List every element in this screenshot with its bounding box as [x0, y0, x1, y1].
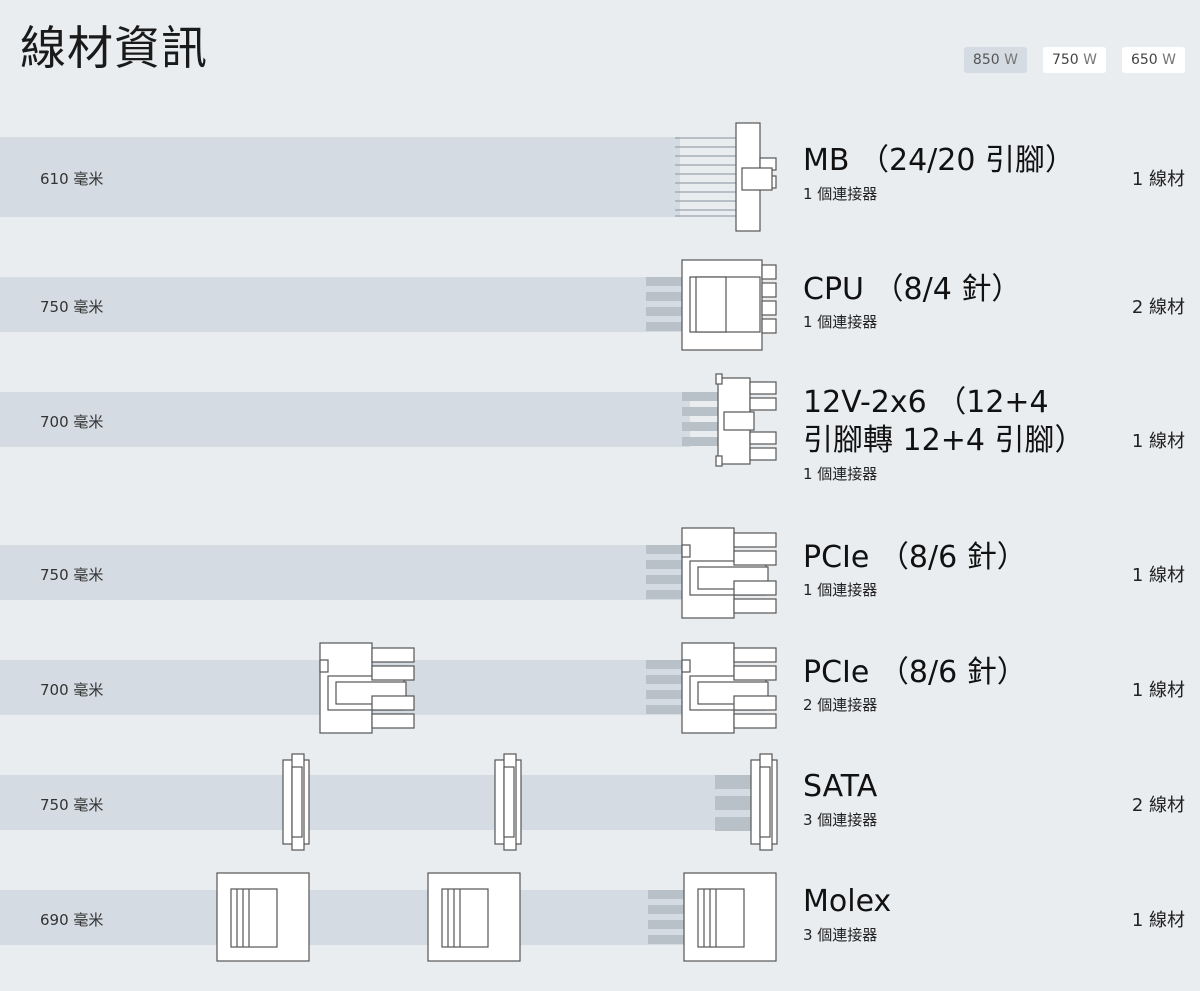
wattage-selector: 850 W 750 W 650 W — [963, 47, 1185, 73]
connector-count: 1 個連接器 — [803, 185, 878, 203]
cpu-8pin-connector-icon — [646, 259, 777, 351]
pcie-8pin-connector-icon — [646, 527, 777, 619]
cable-name: MB （24/20 引腳） — [803, 143, 1075, 178]
wattage-value: 850 — [972, 52, 1000, 68]
cable-row-pcie-dual: 700 毫米 PCIe （8/6 針） 2 個連接器 1 線材 — [0, 638, 1200, 738]
molex-connector-icon — [216, 872, 777, 962]
connector-count: 3 個連接器 — [803, 926, 878, 944]
pcie-8pin-connector-pair-icon — [319, 642, 777, 734]
cable-quantity: 1 線材 — [1131, 910, 1185, 931]
cable-name: PCIe （8/6 針） — [803, 540, 1027, 575]
cable-name: SATA — [803, 769, 878, 804]
cable-name: CPU （8/4 針） — [803, 272, 1022, 307]
cable-quantity: 1 線材 — [1131, 565, 1185, 586]
cable-quantity: 1 線材 — [1131, 680, 1185, 701]
cable-band — [0, 137, 680, 217]
cable-row-molex: 690 毫米 Molex 3 個連接器 1 線材 — [0, 868, 1200, 968]
cable-band — [0, 277, 690, 332]
cable-quantity: 1 線材 — [1131, 169, 1185, 190]
cable-length: 610 毫米 — [40, 170, 104, 188]
cable-length: 750 毫米 — [40, 566, 104, 584]
cable-length: 750 毫米 — [40, 298, 104, 316]
connector-count: 1 個連接器 — [803, 465, 878, 483]
atx-24pin-connector-icon — [675, 122, 777, 232]
cable-band — [0, 545, 690, 600]
cable-length: 700 毫米 — [40, 413, 104, 431]
cable-row-12v-2x6: 700 毫米 12V-2x6 （12+4 引腳轉 12+4 引腳） 1 個連接器… — [0, 370, 1200, 490]
cable-band — [0, 890, 720, 945]
connector-count: 1 個連接器 — [803, 581, 878, 599]
wattage-value: 750 — [1051, 52, 1079, 68]
cable-row-cpu: 750 毫米 CPU （8/4 針） 1 個連接器 2 線材 — [0, 255, 1200, 355]
wattage-unit: W — [1004, 52, 1018, 68]
cable-name: Molex — [803, 884, 892, 919]
cable-row-pcie-single: 750 毫米 PCIe （8/6 針） 1 個連接器 1 線材 — [0, 523, 1200, 623]
cable-length: 700 毫米 — [40, 681, 104, 699]
wattage-tab-850[interactable]: 850 W — [963, 47, 1027, 73]
connector-count: 3 個連接器 — [803, 811, 878, 829]
cable-row-sata: 750 毫米 SATA 3 個連接器 2 線材 — [0, 753, 1200, 853]
cable-band — [0, 775, 760, 830]
connector-count: 2 個連接器 — [803, 696, 878, 714]
cable-quantity: 2 線材 — [1131, 297, 1185, 318]
wattage-tab-650[interactable]: 650 W — [1121, 47, 1185, 73]
wattage-unit: W — [1083, 52, 1097, 68]
12v-2x6-connector-icon — [682, 373, 777, 467]
cable-name: PCIe （8/6 針） — [803, 655, 1027, 690]
wattage-tab-750[interactable]: 750 W — [1042, 47, 1106, 73]
cable-quantity: 1 線材 — [1131, 431, 1185, 452]
cable-name: 12V-2x6 （12+4 引腳轉 12+4 引腳） — [803, 385, 1085, 458]
cable-row-mb: 610 毫米 MB （24/20 引腳） 1 個連接器 1 線材 — [0, 120, 1200, 235]
connector-count: 1 個連接器 — [803, 313, 878, 331]
wattage-value: 650 — [1130, 52, 1158, 68]
sata-connector-icon — [282, 753, 778, 851]
cable-quantity: 2 線材 — [1131, 795, 1185, 816]
cable-length: 690 毫米 — [40, 911, 104, 929]
page-title: 線材資訊 — [20, 21, 208, 75]
cable-length: 750 毫米 — [40, 796, 104, 814]
cable-band — [0, 392, 690, 447]
wattage-unit: W — [1162, 52, 1176, 68]
